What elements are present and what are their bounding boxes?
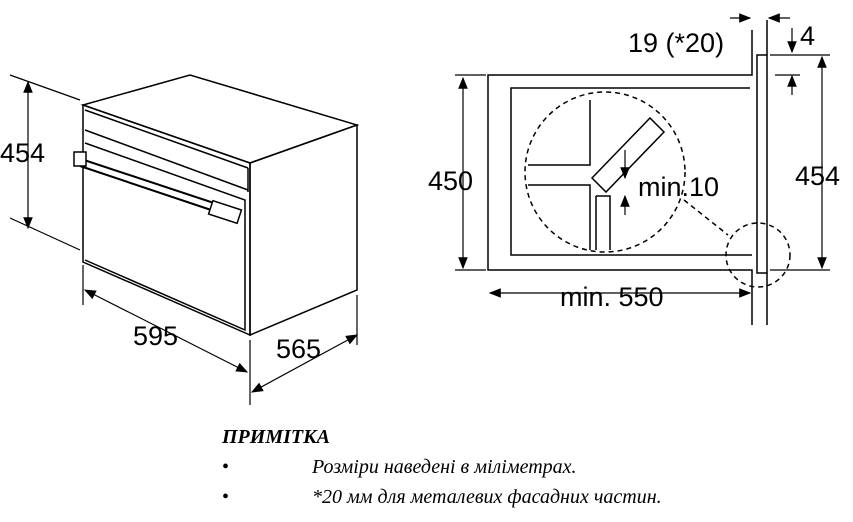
left-dimensions (9, 74, 359, 405)
front-thickness-label: 4 (800, 21, 815, 51)
min-clearance-label: min.10 (638, 172, 719, 202)
niche-section (487, 20, 791, 325)
front-height-label: 454 (795, 161, 840, 191)
min-depth-label: min. 550 (560, 282, 664, 312)
gap-label: 19 (*20) (628, 28, 724, 58)
niche-height-label: 450 (428, 166, 473, 196)
depth-label: 565 (276, 334, 321, 364)
note-title: ПРИМІТКА (222, 426, 331, 448)
height-label: 454 (0, 138, 45, 168)
oven-isometric (73, 74, 360, 337)
right-dimensions (455, 13, 830, 298)
note-text: Розміри наведені в міліметрах. (312, 456, 577, 478)
width-label: 595 (133, 321, 178, 351)
note-item: •Розміри наведені в міліметрах. (222, 456, 577, 478)
installation-diagram: 454 595 565 450 454 min. 550 19 (*20) 4 … (0, 13, 840, 405)
note-item: •*20 мм для металевих фасадних частин. (222, 486, 662, 508)
note-text: *20 мм для металевих фасадних частин. (312, 486, 662, 508)
